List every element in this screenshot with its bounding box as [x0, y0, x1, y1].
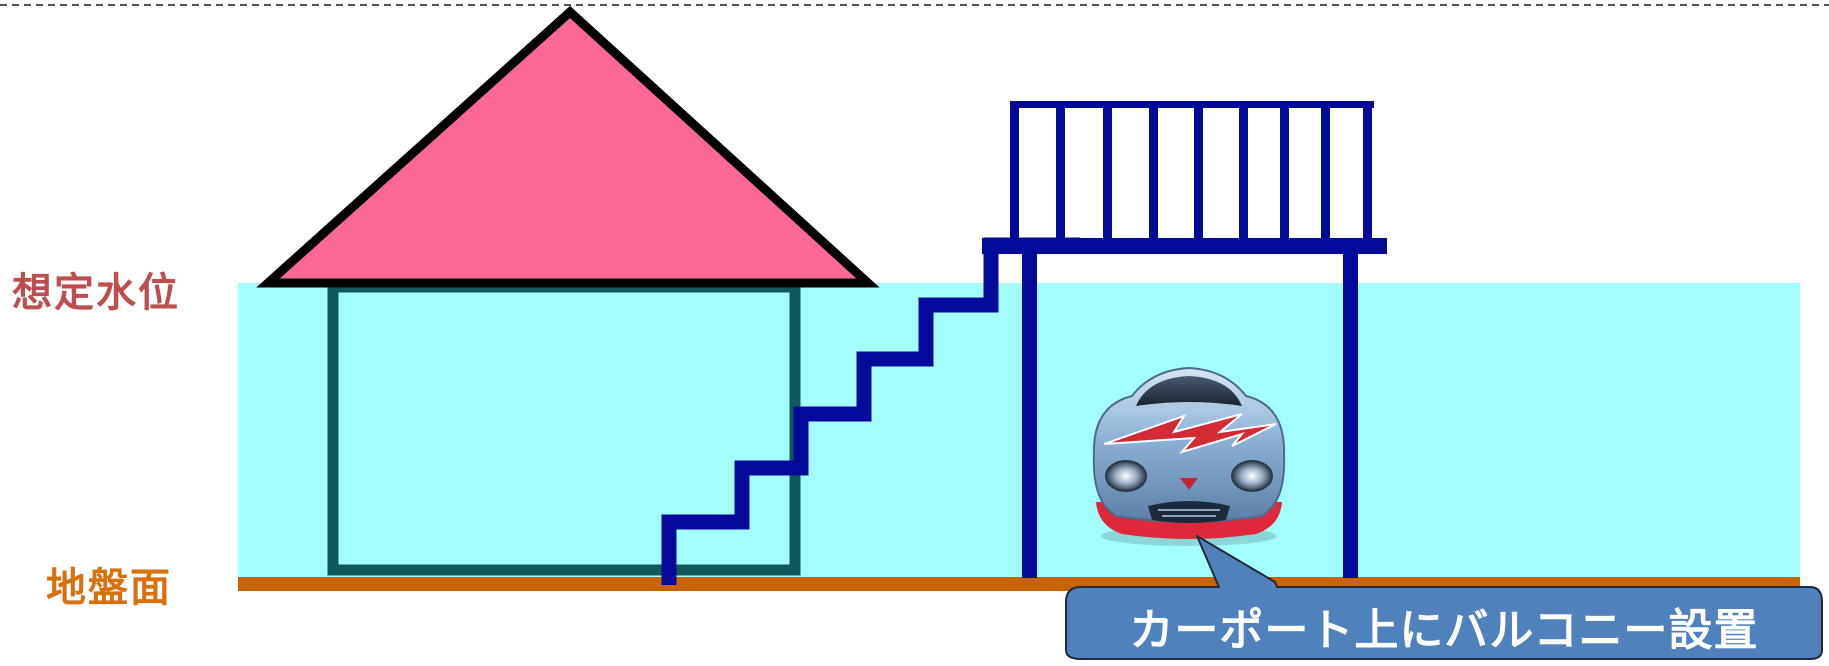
callout-box	[1065, 535, 1823, 660]
callout-text: カーポート上にバルコニー設置	[1129, 605, 1759, 656]
balcony-railing	[1010, 101, 1374, 241]
stairs	[661, 237, 1080, 585]
balcony-deck	[982, 238, 1387, 254]
carport-post-right	[1343, 248, 1358, 578]
carport-post-left	[1022, 248, 1037, 578]
water-area	[238, 283, 1800, 577]
water-level-label: 想定水位	[12, 270, 180, 316]
ground-level-label: 地盤面	[46, 565, 172, 611]
house-roof	[256, 5, 880, 288]
race-car-icon	[1092, 366, 1286, 546]
